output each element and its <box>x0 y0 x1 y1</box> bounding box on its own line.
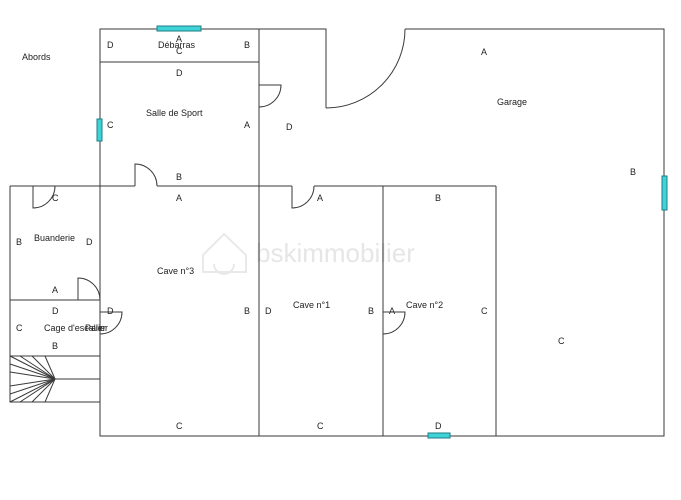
windows <box>96 25 668 439</box>
room-label-salle-de-sport: Salle de Sport <box>146 108 203 118</box>
cave1-door <box>291 185 315 209</box>
garage-wall-d: D <box>286 122 293 132</box>
room-label-cage: Cage d'escalier <box>44 323 106 333</box>
garage-walls <box>259 28 665 437</box>
window-cave2 <box>427 432 451 439</box>
salle-wall-b: B <box>176 172 182 182</box>
room-label-abords: Abords <box>22 52 51 62</box>
garage-door <box>325 28 406 109</box>
cave3-wall-c: C <box>176 421 183 431</box>
salle-wall-c: C <box>107 120 114 130</box>
watermark-logo-icon <box>202 232 247 275</box>
room-label-buanderie: Buanderie <box>34 233 75 243</box>
salle-wall-a: A <box>244 120 250 130</box>
garage-wall-a: A <box>481 47 487 57</box>
staircase <box>9 355 100 403</box>
cage-wall-c: C <box>16 323 23 333</box>
room-label-cave2: Cave n°2 <box>406 300 443 310</box>
cave2-wall-c: C <box>481 306 488 316</box>
buanderie-partition <box>10 299 101 402</box>
walls <box>9 28 665 437</box>
cave2-wall-a: A <box>389 306 395 316</box>
room-label-palier: Palier <box>85 323 108 333</box>
cave1-wall-b: B <box>368 306 374 316</box>
cave2-door <box>382 311 406 335</box>
watermark-text: bskimmobilier <box>256 238 415 268</box>
cave2-wall-d: D <box>435 421 442 431</box>
cave1-walls <box>259 186 384 437</box>
room-labels: Abords Débarras Salle de Sport Garage Bu… <box>22 40 527 333</box>
debarras-wall-d: D <box>107 40 114 50</box>
garage-wall-c: C <box>558 336 565 346</box>
salle-door <box>258 84 282 108</box>
salle-bottom-door <box>134 163 158 187</box>
cave3-door <box>99 311 123 335</box>
cage-wall-d: D <box>52 306 59 316</box>
cave3-wall-a: A <box>176 193 182 203</box>
room-label-garage: Garage <box>497 97 527 107</box>
cave1-wall-d: D <box>265 306 272 316</box>
cave2-wall-b: B <box>435 193 441 203</box>
cave1-wall-c: C <box>317 421 324 431</box>
debarras-wall-c: C <box>176 46 183 56</box>
debarras-wall-b: B <box>244 40 250 50</box>
buanderie-wall-a: A <box>52 285 58 295</box>
cave3-wall-b: B <box>244 306 250 316</box>
buanderie-wall-d: D <box>86 237 93 247</box>
cave3-wall-d: D <box>107 306 114 316</box>
wall-letters: A B C D D C A B A D B C C B D A A B D C … <box>16 34 636 431</box>
window-salle <box>96 118 103 142</box>
watermark: bskimmobilier <box>202 232 415 275</box>
cave1-wall-a: A <box>317 193 323 203</box>
room-label-cave1: Cave n°1 <box>293 300 330 310</box>
buanderie-door <box>32 185 56 209</box>
doors <box>32 28 406 335</box>
palier-door <box>77 277 101 301</box>
salle-wall-d: D <box>176 68 183 78</box>
garage-wall-b: B <box>630 167 636 177</box>
buanderie-wall-b: B <box>16 237 22 247</box>
window-garage <box>661 175 668 211</box>
window-debarras <box>156 25 202 32</box>
debarras-wall-a: A <box>176 34 182 44</box>
room-label-cave3: Cave n°3 <box>157 266 194 276</box>
cave3-walls <box>99 186 260 437</box>
cave2-walls <box>383 186 497 437</box>
buanderie-wall-c: C <box>52 193 59 203</box>
cage-wall-b: B <box>52 341 58 351</box>
room-label-debarras: Débarras <box>158 40 196 50</box>
